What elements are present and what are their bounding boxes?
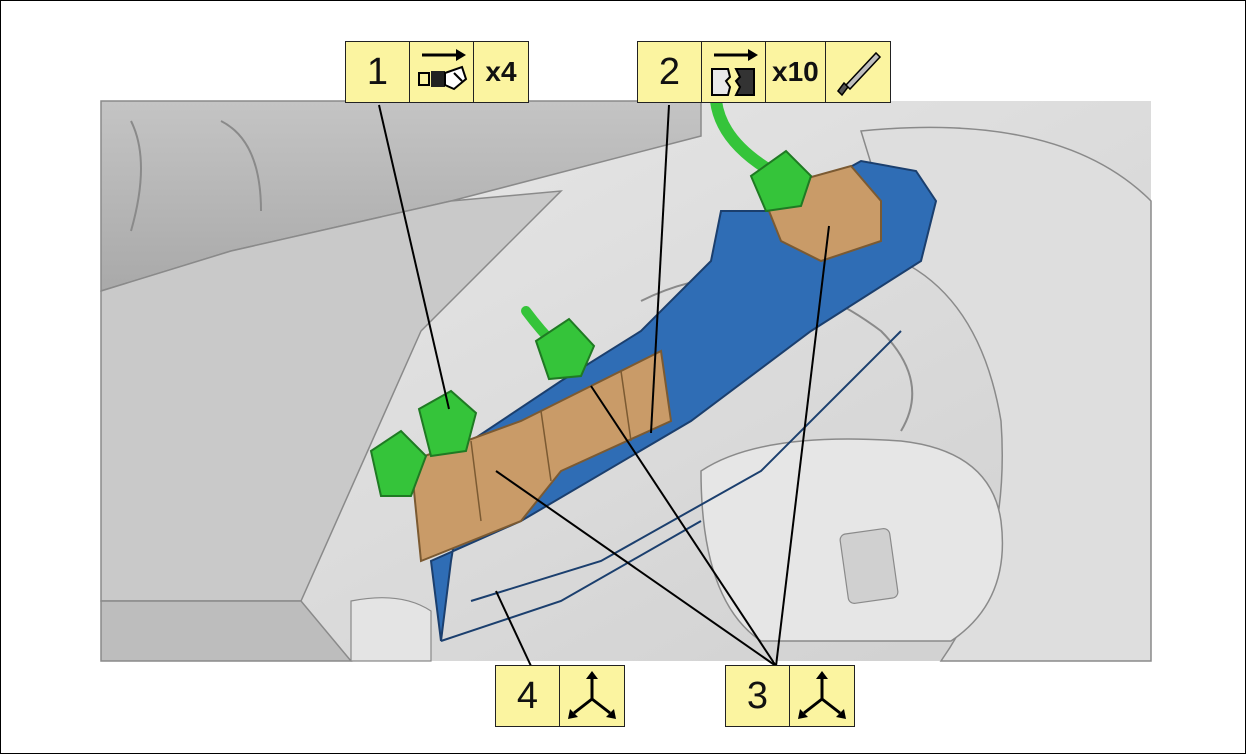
leader-line-1 (378, 104, 450, 410)
callout-1-quantity: x4 (485, 56, 517, 87)
leader-line-2 (650, 104, 670, 434)
leader-line-3c (775, 225, 830, 667)
callout-3-number: 3 (726, 666, 790, 726)
trim-tool-icon (826, 42, 890, 102)
callout-2-number: 2 (638, 42, 702, 102)
disconnect-connector-icon (410, 42, 474, 102)
leader-line-3a (495, 470, 777, 667)
connector-locks (369, 149, 813, 497)
connector-bracket (429, 159, 938, 642)
vehicle-trim (100, 100, 1152, 662)
callout-2: 2 x10 (637, 41, 891, 103)
release-clip-icon (702, 42, 766, 102)
callout-4-number: 4 (496, 666, 560, 726)
leader-lines (378, 104, 830, 667)
callout-3: 3 (725, 665, 855, 727)
callout-1-number: 1 (346, 42, 410, 102)
callout-1: 1 x4 (345, 41, 529, 103)
move-directions-icon (560, 666, 624, 726)
callout-2-quantity: x10 (766, 42, 826, 102)
leader-line-4 (495, 590, 532, 667)
move-directions-icon (790, 666, 854, 726)
callout-4: 4 (495, 665, 625, 727)
leader-line-3b (590, 385, 777, 667)
